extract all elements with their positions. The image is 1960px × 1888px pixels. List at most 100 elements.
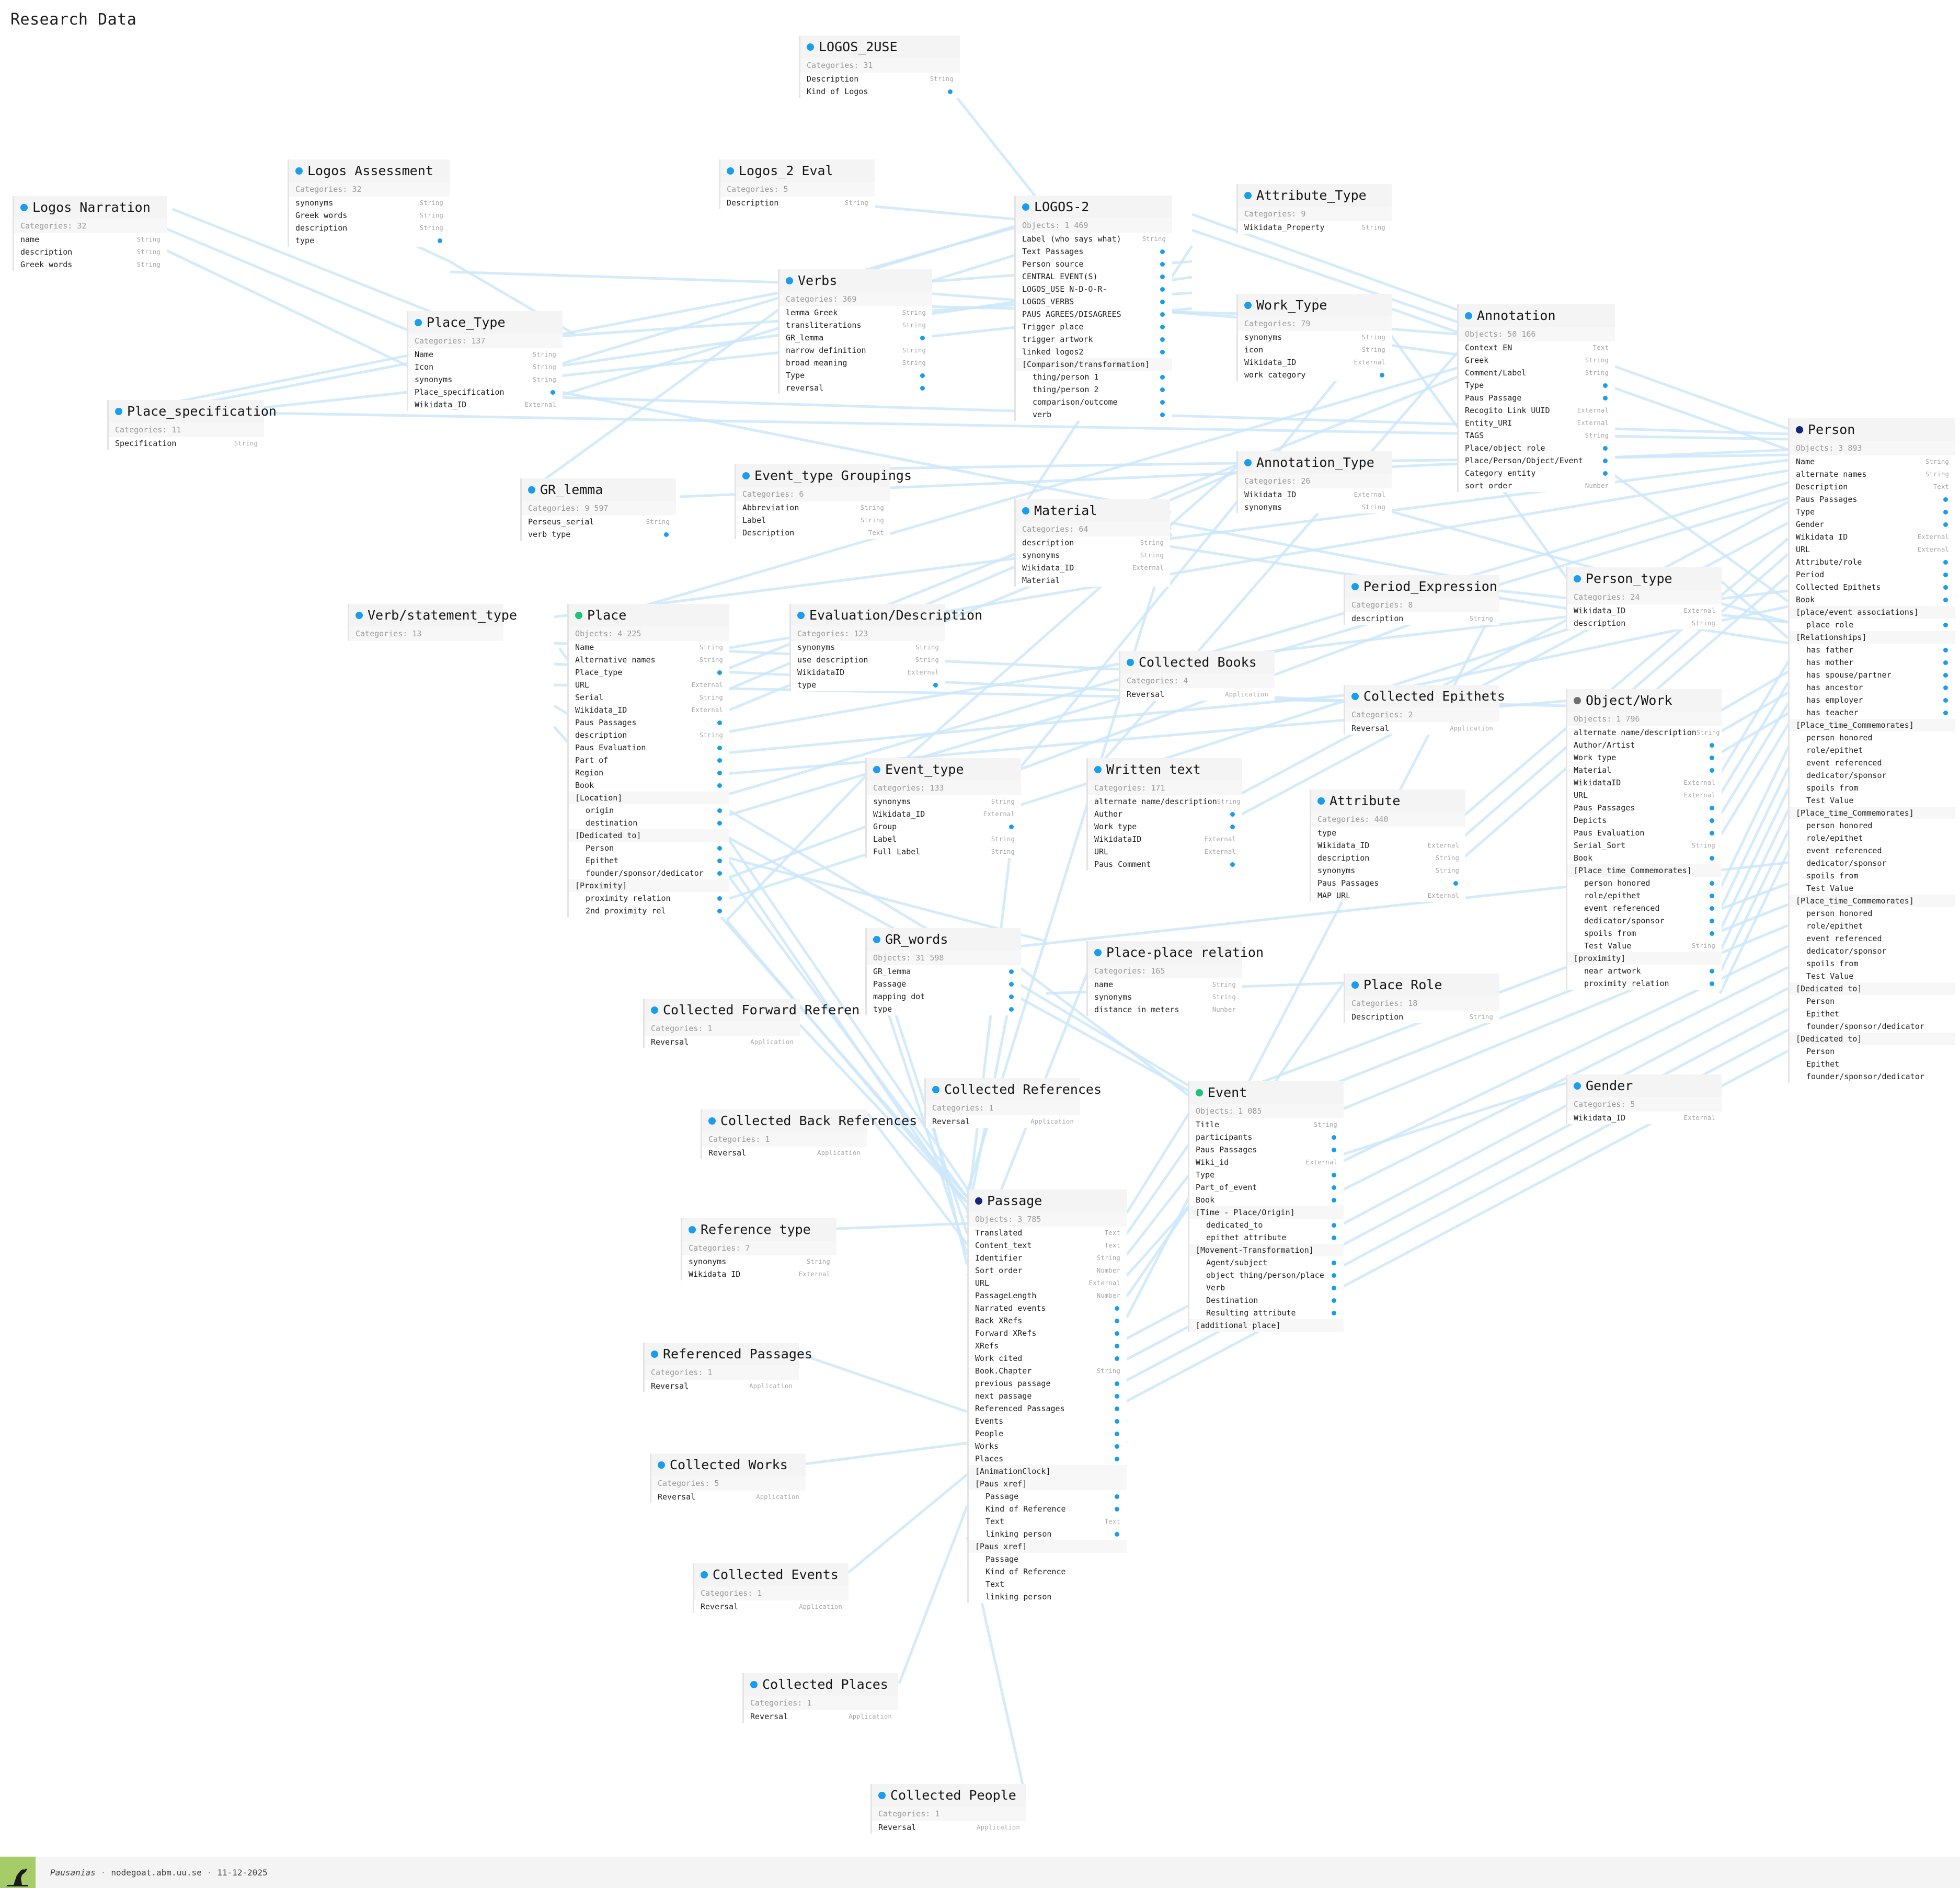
card-field-row[interactable]: Type [780, 369, 932, 382]
card-header-evaluation-description[interactable]: Evaluation/Description [791, 604, 982, 626]
card-field-row[interactable]: next passage [969, 1390, 1127, 1402]
card-field-row[interactable]: Author/Artist [1567, 739, 1722, 751]
card-field-row[interactable]: spoils from [1790, 957, 1955, 970]
card-field-group[interactable]: [Time - Place/Origin] [1189, 1206, 1344, 1219]
card-field-row[interactable]: Person source [1016, 258, 1172, 270]
card-field-row[interactable]: Resulting attribute [1189, 1307, 1344, 1319]
card-field-row[interactable]: event referenced [1567, 902, 1722, 914]
card-field-row[interactable]: Paus Comment [1088, 858, 1242, 871]
card-field-row[interactable]: type [867, 1003, 1021, 1015]
card-header-written-text[interactable]: Written text [1088, 758, 1242, 781]
card-field-row[interactable]: has spouse/partner [1790, 669, 1955, 681]
card-field-row[interactable]: has mother [1790, 656, 1955, 669]
card-field-row[interactable]: Test Value [1790, 882, 1955, 895]
card-header-collected-events[interactable]: Collected Events [694, 1563, 849, 1586]
card-field-group[interactable]: [place/event associations] [1790, 606, 1955, 619]
card-field-row[interactable]: Part of [569, 754, 729, 766]
card-field-row[interactable]: participants [1189, 1131, 1344, 1143]
card-header-period-expression[interactable]: Period_Expression [1345, 575, 1499, 598]
card-field-row[interactable]: Epithet [1790, 1058, 1955, 1070]
card-header-annotation[interactable]: Annotation [1459, 304, 1615, 327]
card-field-row[interactable]: Paus Evaluation [1567, 827, 1722, 839]
card-field-row[interactable]: Category entity [1459, 467, 1615, 479]
card-field-row[interactable]: Epithet [1790, 1008, 1955, 1020]
card-field-row[interactable]: Type [1189, 1169, 1344, 1181]
card-field-row[interactable]: type [289, 234, 450, 247]
card-field-row[interactable]: Paus Passages [569, 716, 729, 729]
card-field-row[interactable]: type [791, 679, 945, 691]
card-field-row[interactable]: Work cited [969, 1352, 1127, 1365]
card-field-group[interactable]: [Place_time_Commemorates] [1790, 895, 1955, 907]
card-field-row[interactable]: Referenced Passages [969, 1402, 1127, 1415]
card-field-group[interactable]: [Place_time_Commemorates] [1790, 719, 1955, 731]
card-field-row[interactable]: event referenced [1790, 757, 1955, 769]
card-field-row[interactable]: Passage [867, 978, 1021, 990]
card-field-row[interactable]: Person [1790, 1045, 1955, 1058]
card-field-group[interactable]: [Place_time_Commemorates] [1567, 864, 1722, 877]
card-field-row[interactable]: person honored [1790, 731, 1955, 744]
card-field-row[interactable]: Passage [969, 1553, 1127, 1565]
card-field-row[interactable]: event referenced [1790, 844, 1955, 857]
card-field-row[interactable]: has teacher [1790, 706, 1955, 719]
card-field-row[interactable]: Text [969, 1578, 1127, 1591]
card-field-row[interactable]: GR_lemma [867, 965, 1021, 978]
card-field-row[interactable]: Person [569, 842, 729, 854]
card-field-row[interactable]: Attribute/role [1790, 556, 1955, 568]
card-field-row[interactable]: Type [1790, 506, 1955, 518]
card-field-row[interactable]: Paus Passage [1459, 392, 1615, 404]
card-field-row[interactable]: role/epithet [1567, 889, 1722, 902]
card-field-group[interactable]: [AnimationClock] [969, 1465, 1127, 1478]
card-field-row[interactable]: 2nd proximity rel [569, 905, 729, 917]
card-field-row[interactable]: Author [1088, 808, 1242, 820]
card-header-gr-words[interactable]: GR_words [867, 928, 1021, 951]
card-header-collected-forward-references[interactable]: Collected Forward Referen [645, 999, 859, 1021]
card-header-logos-2use[interactable]: LOGOS_2USE [800, 36, 960, 58]
card-field-row[interactable]: Book [1790, 593, 1955, 606]
card-field-row[interactable]: People [969, 1427, 1127, 1440]
